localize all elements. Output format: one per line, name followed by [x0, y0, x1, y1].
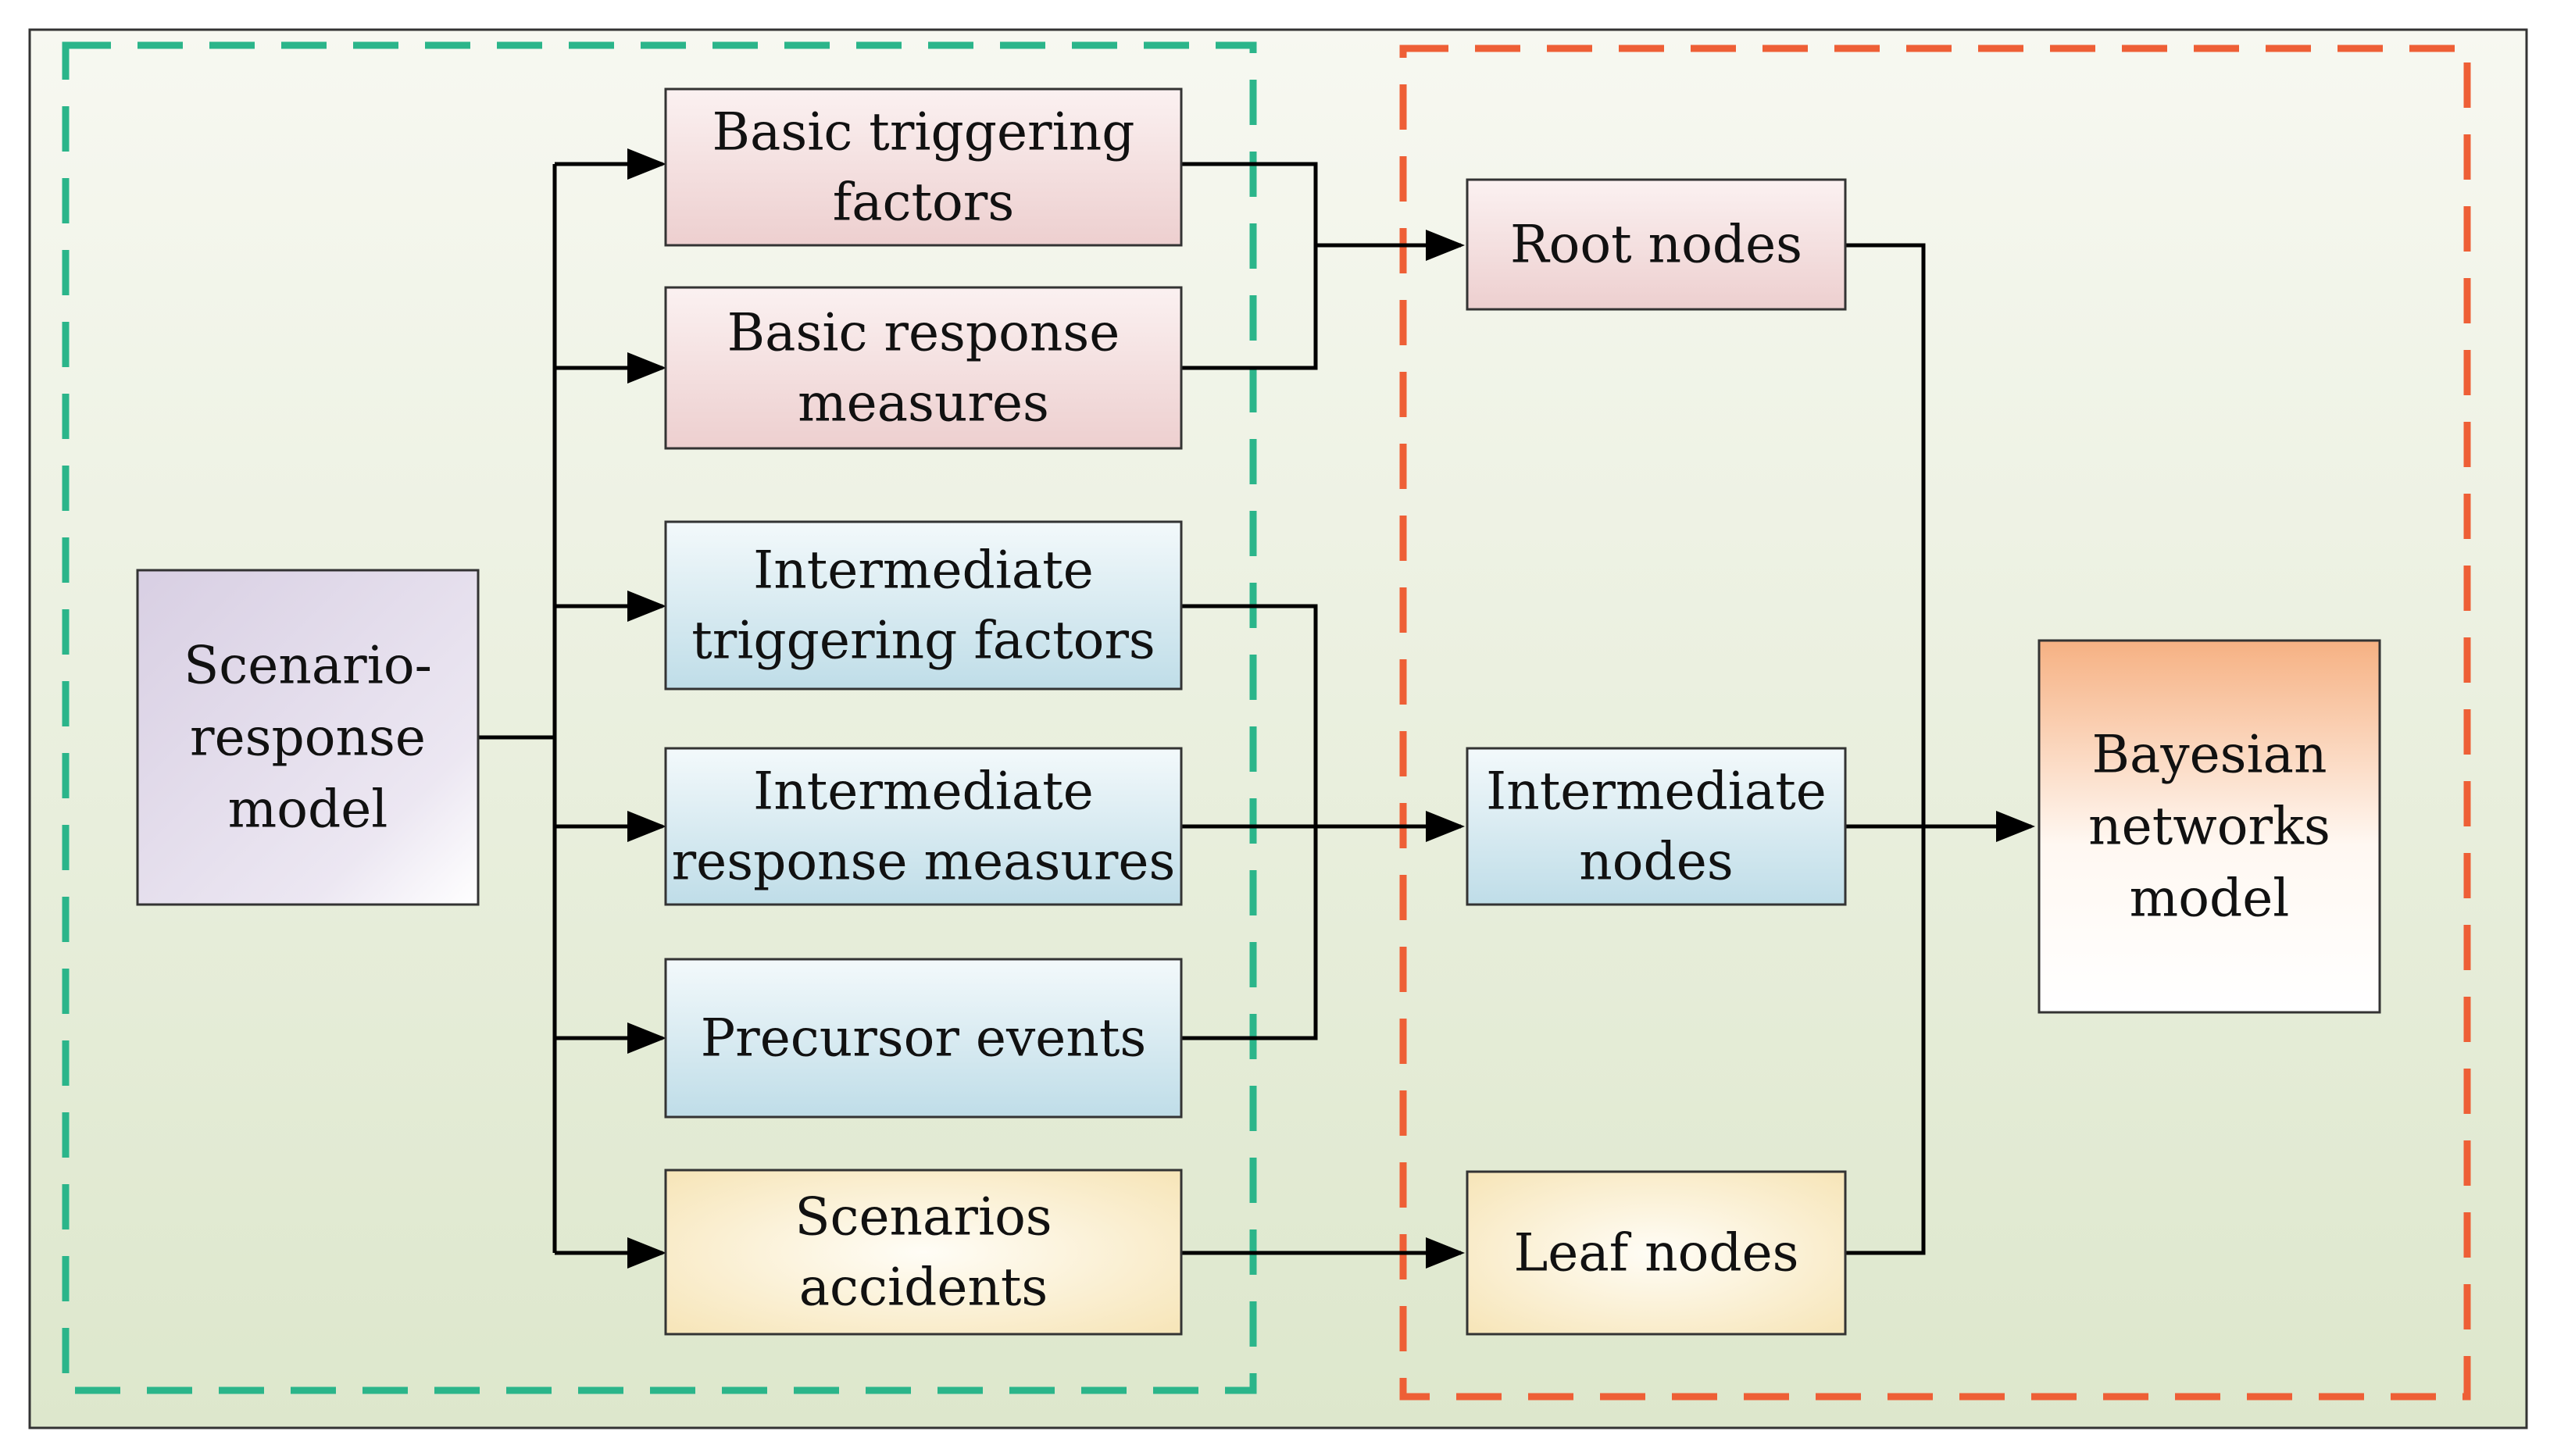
scenarios-accidents-box-label-line: accidents [799, 1258, 1048, 1318]
basic-response-measures-box-label-line: Basic response [727, 303, 1120, 363]
leaf-nodes-box-label-line: Leaf nodes [1513, 1223, 1798, 1283]
intermediate-nodes-box: Intermediate nodes [1466, 747, 1847, 906]
basic-triggering-factors-box-label-line: factors [833, 173, 1014, 233]
basic-response-measures-box-shape [664, 286, 1183, 450]
bayesian-networks-model-box: Bayesian networks model [2038, 639, 2381, 1014]
bayesian-networks-model-box-label-line: model [2130, 869, 2290, 929]
intermediate-triggering-factors-box-shape [664, 520, 1183, 691]
intermediate-response-measures-box-shape [664, 747, 1183, 906]
basic-triggering-factors-box-label-line: Basic triggering [712, 102, 1135, 162]
scenario-response-model-box-shape [136, 569, 480, 906]
basic-response-measures-box-label-line: measures [798, 373, 1049, 434]
precursor-events-box-shape [664, 958, 1183, 1119]
scenario-response-model-box-label-line: response [190, 708, 426, 768]
connectors-left [478, 148, 666, 1269]
intermediate-triggering-factors-box: Intermediate triggering factors [664, 520, 1183, 691]
intermediate-nodes-box-shape [1466, 747, 1847, 906]
bayesian-networks-model-box-shape [2038, 639, 2381, 1014]
scenario-response-model-box-label-line: Scenario- [184, 636, 432, 696]
bayesian-group-frame [1399, 45, 2471, 1401]
precursor-events-box: Precursor events [664, 958, 1183, 1119]
scenarios-accidents-box-label-line: Scenarios [795, 1187, 1052, 1247]
root-nodes-box: Root nodes [1466, 178, 1847, 311]
bayesian-networks-model-box-label-line: networks [2088, 797, 2330, 857]
basic-triggering-factors-box: Basic triggering factors [664, 87, 1183, 247]
scenario-response-model-box: Scenario-response model [136, 569, 480, 906]
intermediate-triggering-factors-box-label-line: Intermediate [753, 541, 1094, 601]
intermediate-response-measures-box: Intermediate response measures [664, 747, 1183, 906]
basic-response-measures-box: Basic response measures [664, 286, 1183, 450]
root-nodes-box-label-line: Root nodes [1510, 215, 1802, 275]
precursor-events-box-label-line: Precursor events [701, 1008, 1146, 1069]
scenarios-accidents-box-shape [664, 1169, 1183, 1336]
leaf-nodes-box-shape [1466, 1170, 1847, 1336]
scenarios-accidents-box: Scenarios accidents [664, 1169, 1183, 1336]
intermediate-nodes-box-label-line: Intermediate [1486, 762, 1827, 822]
intermediate-response-measures-box-label-line: Intermediate [753, 762, 1094, 822]
leaf-nodes-box: Leaf nodes [1466, 1170, 1847, 1336]
basic-triggering-factors-box-shape [664, 87, 1183, 247]
intermediate-nodes-box-label-line: nodes [1579, 832, 1733, 892]
scenario-group-frame [62, 41, 1257, 1394]
box-layer: Scenario-response model Basic triggering fa… [136, 87, 2381, 1336]
scenario-response-model-box-label-line: model [228, 780, 388, 840]
connectors-middle [1181, 162, 1465, 1269]
connectors-right [1845, 243, 2035, 1255]
intermediate-triggering-factors-box-label-line: triggering factors [691, 611, 1155, 671]
bayesian-networks-model-box-label-line: Bayesian [2091, 725, 2327, 785]
intermediate-response-measures-box-label-line: response measures [672, 832, 1176, 892]
root-nodes-box-shape [1466, 178, 1847, 311]
